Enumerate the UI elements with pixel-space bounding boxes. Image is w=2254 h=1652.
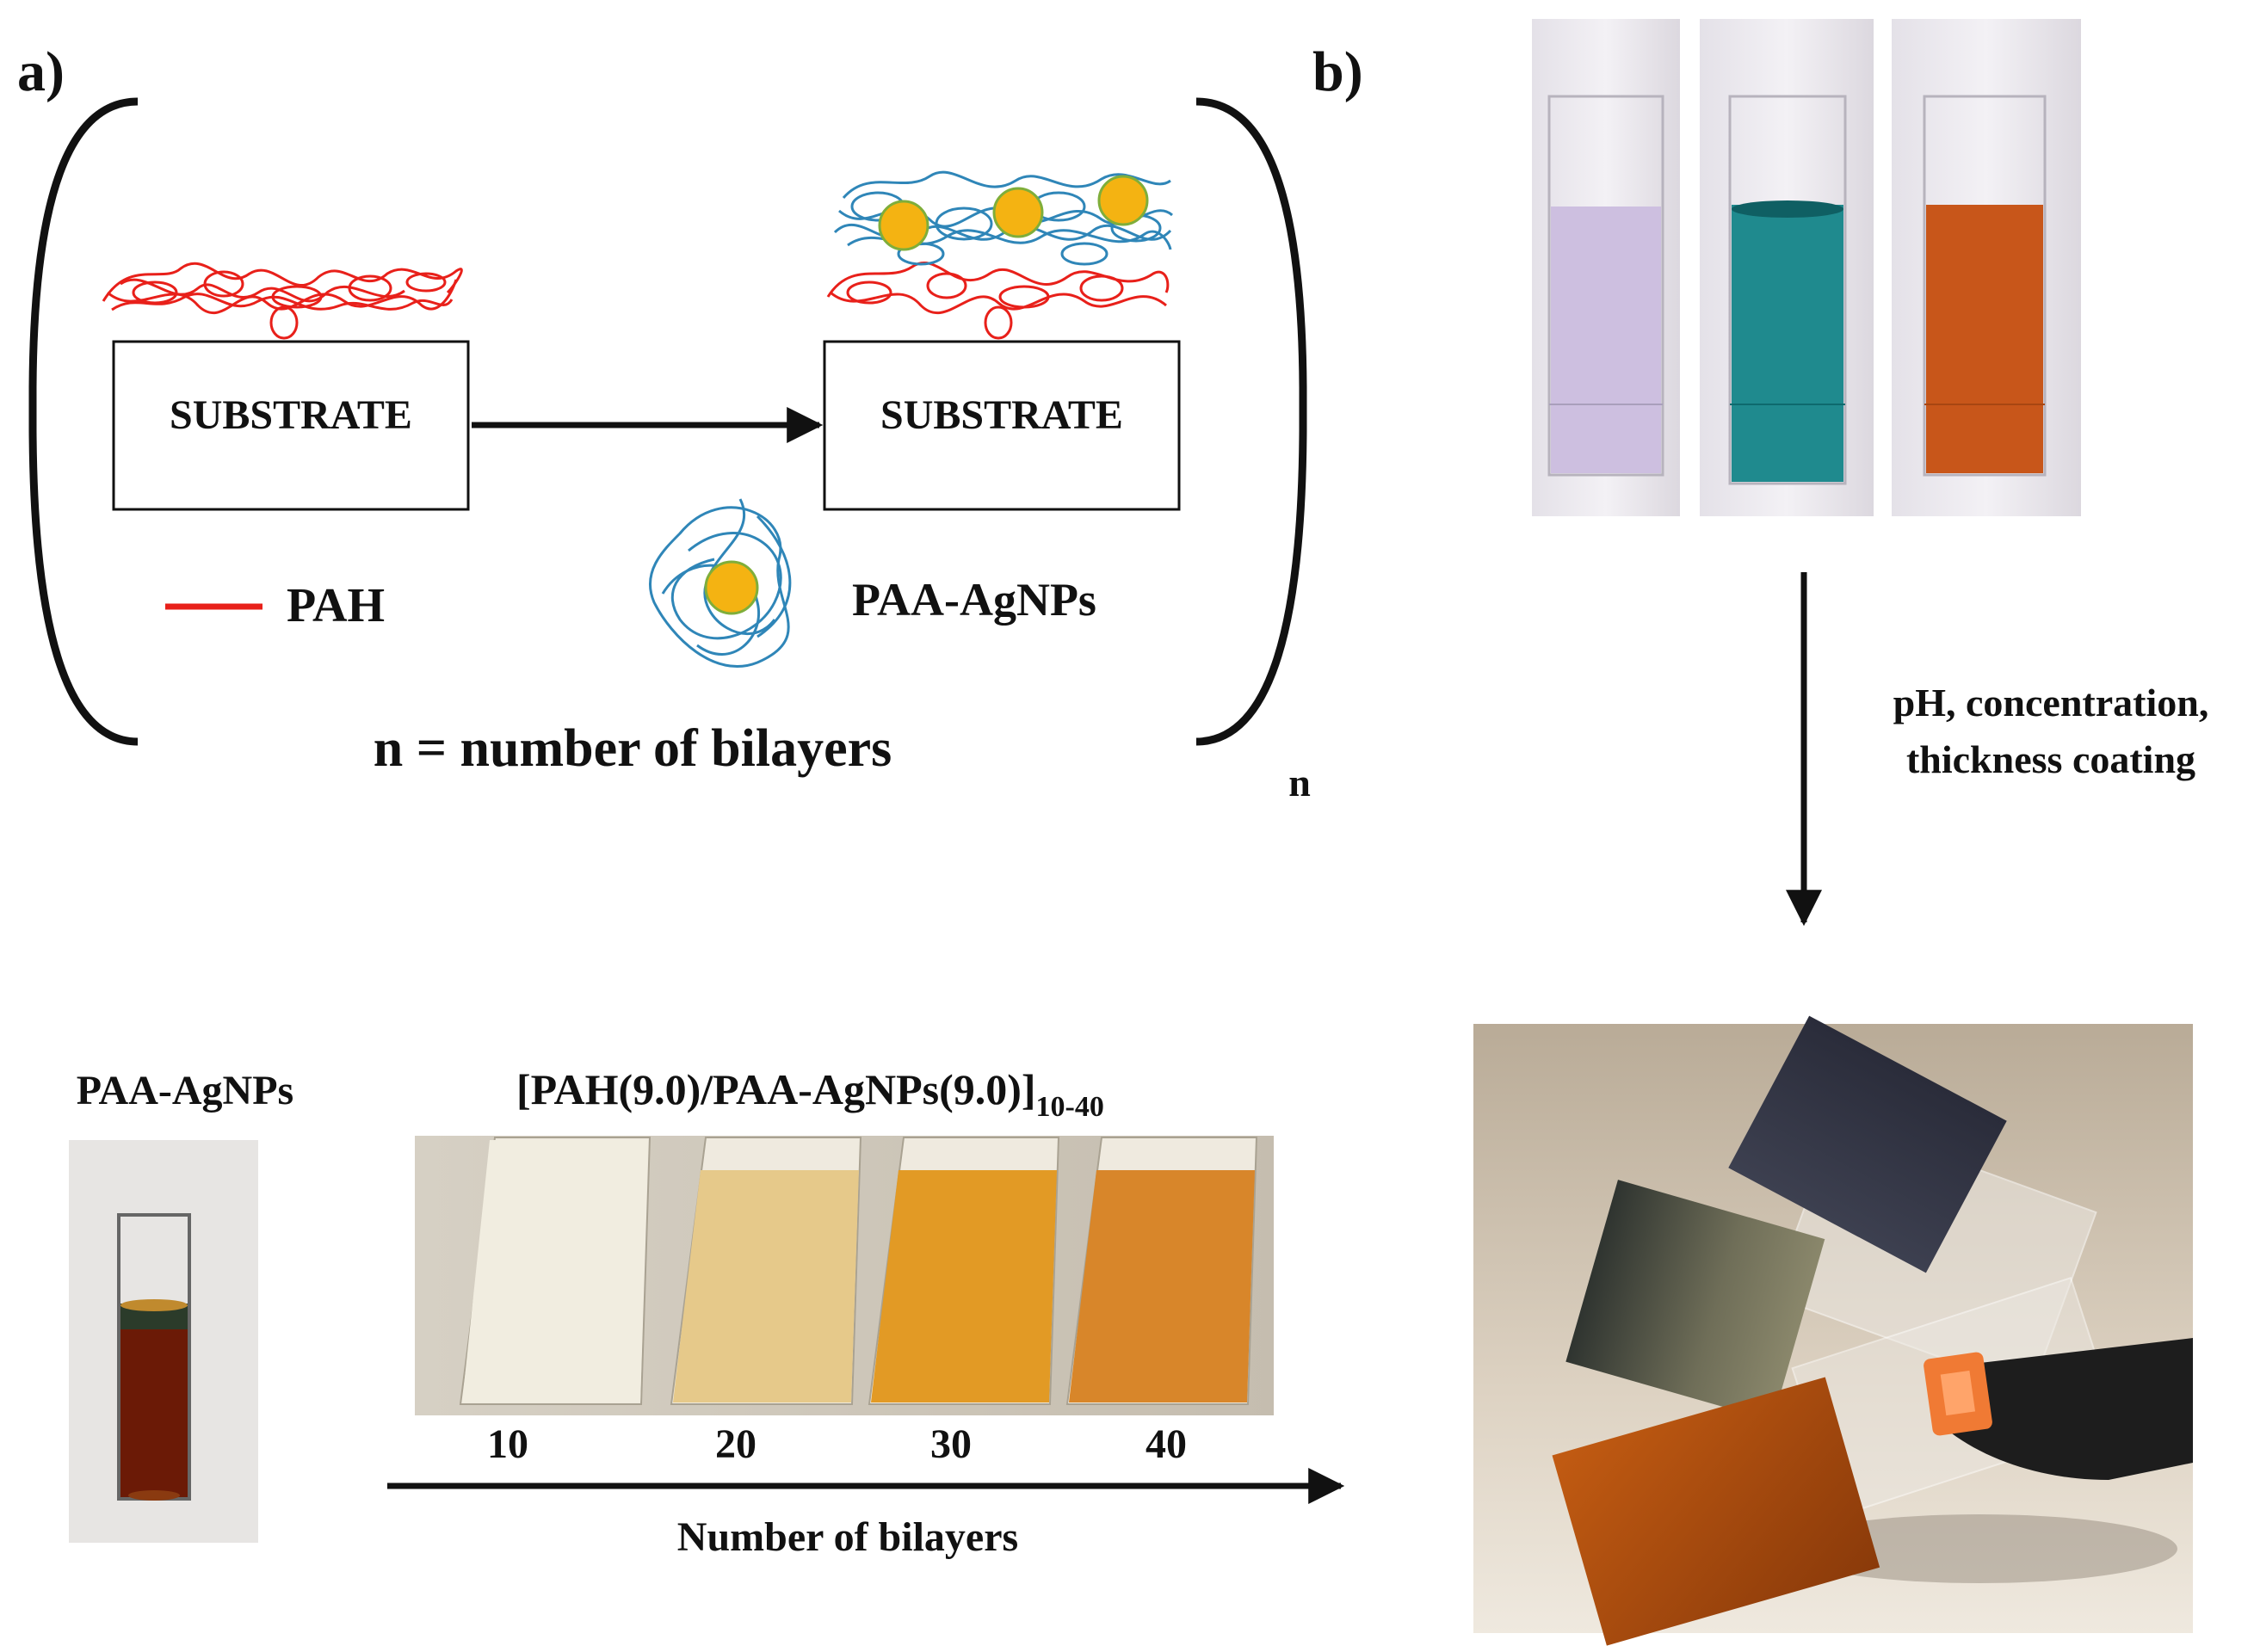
- cuvette-3-liquid: [1926, 205, 2043, 473]
- series-title-main: [PAH(9.0)/PAA-AgNPs(9.0)]: [516, 1065, 1036, 1113]
- slides-group: [459, 1137, 1258, 1405]
- substrate-box-right: [823, 340, 1181, 511]
- series-title-subscript: 10-40: [1036, 1091, 1104, 1123]
- series-title: [PAH(9.0)/PAA-AgNPs(9.0)]10-40: [516, 1065, 1104, 1123]
- right-bracket: [1195, 97, 1307, 746]
- slide-20: [670, 1137, 862, 1405]
- slide-label-10: 10: [487, 1421, 528, 1467]
- panel-b-label: b): [1312, 40, 1363, 103]
- bilayer-axis-label: Number of bilayers: [677, 1514, 1018, 1560]
- coated-slides-photo: [1473, 1015, 2193, 1646]
- slide-30-film: [871, 1170, 1057, 1402]
- legend-paa-agnps-label: PAA-AgNPs: [852, 574, 1096, 626]
- bracket-subscript-n: n: [1288, 761, 1311, 804]
- pah-layer-left: [102, 262, 463, 340]
- agnp-particles-right: [878, 175, 1149, 251]
- cuvette-photo-2: [1700, 19, 1874, 516]
- panel-b: b) pH, concentration, thickness coating: [1312, 19, 2208, 1646]
- bottom-series: PAA-AgNPs [PAH(9.0)/PAA-AgNPs(9.0)]10-40…: [69, 1065, 1345, 1560]
- factors-line-1: pH, concentration,: [1893, 681, 2209, 724]
- slide-label-30: 30: [930, 1421, 972, 1467]
- substrate-label-right: SUBSTRATE: [880, 392, 1123, 438]
- slide-labels-group: 10 20 30 40: [487, 1421, 1187, 1467]
- cuvette-1-liquid: [1551, 206, 1661, 473]
- cuvette-2-liquid: [1732, 205, 1843, 482]
- left-bracket: [28, 97, 139, 746]
- substrate-box-left: [112, 340, 470, 511]
- cuvette-photo-1: [1532, 19, 1680, 516]
- slide-20-film: [673, 1170, 859, 1402]
- slide-label-20: 20: [715, 1421, 756, 1467]
- legend-paa-agnps-icon: [649, 498, 792, 669]
- bilayer-equation: n = number of bilayers: [374, 719, 892, 778]
- legend-pah-label: PAH: [287, 579, 385, 632]
- slide-10-film: [462, 1140, 648, 1402]
- cuvette-photo-3: [1892, 19, 2081, 516]
- panel-a-label: a): [17, 40, 65, 103]
- cuvette-title: PAA-AgNPs: [77, 1068, 293, 1113]
- factors-line-2: thickness coating: [1906, 737, 2195, 781]
- slide-10: [459, 1137, 651, 1405]
- panel-a: a) SUBSTRATE: [17, 40, 1311, 804]
- paa-agnps-cuvette-photo: [69, 1140, 258, 1543]
- slide-40-film: [1069, 1170, 1255, 1402]
- substrate-label-left: SUBSTRATE: [170, 392, 412, 438]
- pah-layer-right: [826, 262, 1170, 340]
- slide-label-40: 40: [1146, 1421, 1187, 1467]
- slide-40: [1065, 1137, 1258, 1405]
- slide-30: [868, 1137, 1060, 1405]
